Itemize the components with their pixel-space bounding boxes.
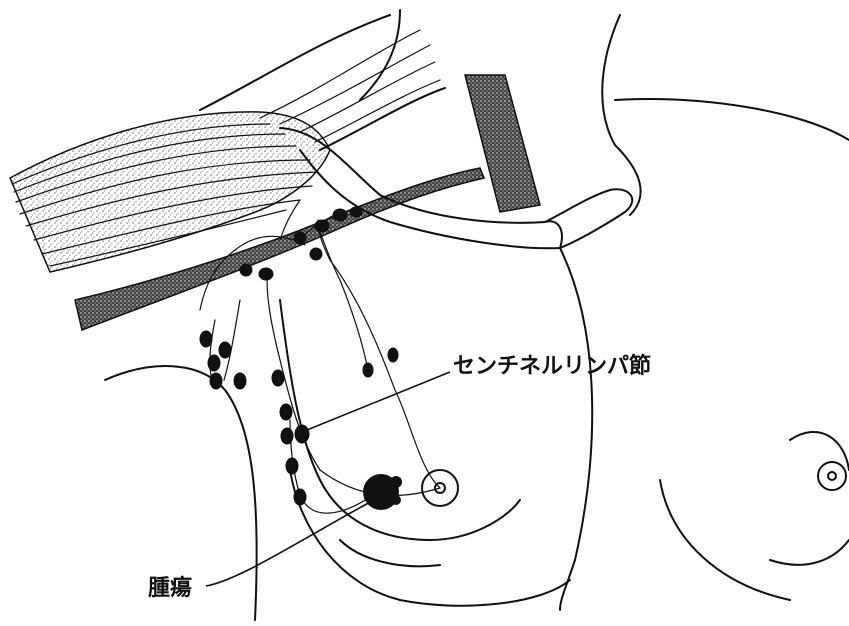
breast-left bbox=[280, 300, 520, 566]
sentinel-node-label: センチネルリンパ節 bbox=[453, 356, 651, 378]
tumor-mass bbox=[363, 474, 402, 510]
tumor-label: 腫瘍 bbox=[148, 578, 192, 600]
lymphatic-channels bbox=[200, 200, 440, 513]
sentinel-lymph-node bbox=[295, 425, 309, 443]
breast-right-nipple bbox=[818, 462, 846, 490]
